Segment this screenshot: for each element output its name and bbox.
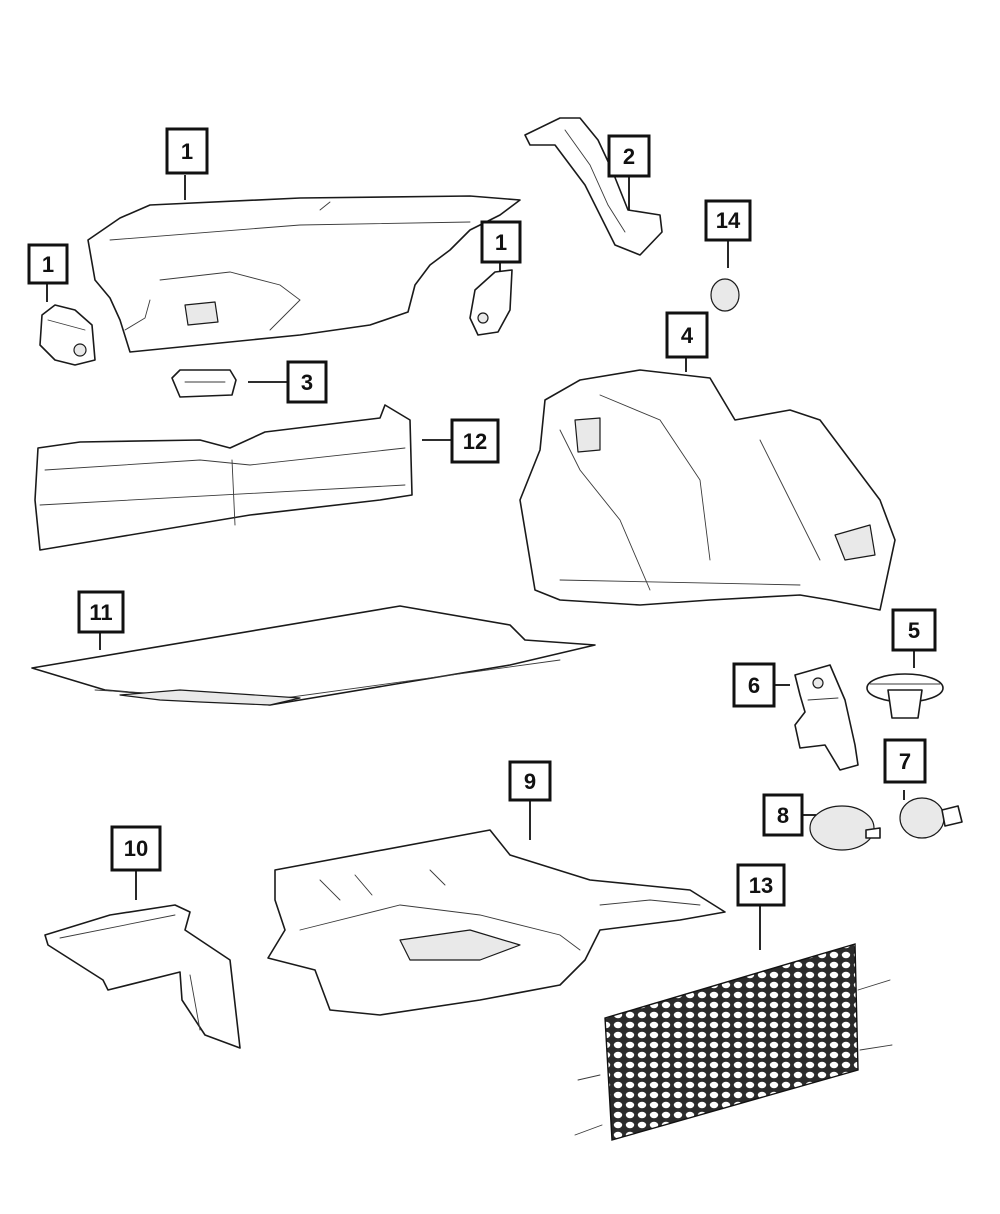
callout-1-left: 1 bbox=[27, 243, 69, 285]
callout-label: 6 bbox=[748, 673, 760, 698]
callout-5: 5 bbox=[891, 608, 937, 652]
callout-6: 6 bbox=[732, 662, 776, 708]
part-1-right-trim-piece[interactable] bbox=[469, 269, 513, 336]
part-4-quarter-trim[interactable] bbox=[519, 369, 896, 611]
part-8-knob[interactable] bbox=[809, 805, 881, 851]
callout-label: 1 bbox=[42, 252, 54, 277]
callout-14: 14 bbox=[704, 199, 752, 242]
part-5-push-fastener[interactable] bbox=[866, 673, 944, 719]
callout-label: 1 bbox=[181, 139, 193, 164]
callout-label: 12 bbox=[463, 429, 487, 454]
part-2-pillar-trim[interactable] bbox=[524, 117, 663, 256]
part-9-floor-tub[interactable] bbox=[267, 829, 726, 1016]
callout-label: 5 bbox=[908, 618, 920, 643]
callout-label: 3 bbox=[301, 370, 313, 395]
part-12-sill-trim[interactable] bbox=[34, 404, 413, 551]
part-13-cargo-net[interactable] bbox=[574, 943, 893, 1141]
callout-2: 2 bbox=[607, 134, 651, 178]
callout-label: 14 bbox=[716, 208, 741, 233]
callout-label: 2 bbox=[623, 144, 635, 169]
callout-3: 3 bbox=[286, 360, 328, 404]
part-1-rear-shelf-trim[interactable] bbox=[87, 195, 521, 353]
callout-1-top: 1 bbox=[165, 127, 209, 175]
callout-8: 8 bbox=[762, 793, 804, 837]
part-1-left-trim-piece[interactable] bbox=[39, 304, 96, 366]
part-6-hook[interactable] bbox=[794, 664, 859, 771]
callout-7: 7 bbox=[883, 738, 927, 784]
callout-label: 8 bbox=[777, 803, 789, 828]
callout-1-right: 1 bbox=[480, 220, 522, 264]
callout-9: 9 bbox=[508, 760, 552, 802]
leader-lines bbox=[46, 175, 915, 950]
callout-4: 4 bbox=[665, 311, 709, 359]
callout-12: 12 bbox=[450, 418, 500, 464]
callout-13: 13 bbox=[736, 863, 786, 907]
callout-label: 7 bbox=[899, 749, 911, 774]
part-3-bracket[interactable] bbox=[171, 369, 237, 398]
part-7-clip[interactable] bbox=[899, 797, 963, 839]
part-10-tray[interactable] bbox=[44, 904, 241, 1049]
callout-label: 1 bbox=[495, 230, 507, 255]
callout-11: 11 bbox=[77, 590, 125, 634]
part-11-load-floor[interactable] bbox=[31, 605, 596, 706]
callout-label: 11 bbox=[89, 600, 112, 625]
callout-label: 10 bbox=[124, 836, 148, 861]
part-14-plug[interactable] bbox=[710, 278, 740, 312]
callout-label: 4 bbox=[681, 323, 694, 348]
callout-label: 9 bbox=[524, 769, 536, 794]
callout-10: 10 bbox=[110, 825, 162, 872]
callout-label: 13 bbox=[749, 873, 773, 898]
